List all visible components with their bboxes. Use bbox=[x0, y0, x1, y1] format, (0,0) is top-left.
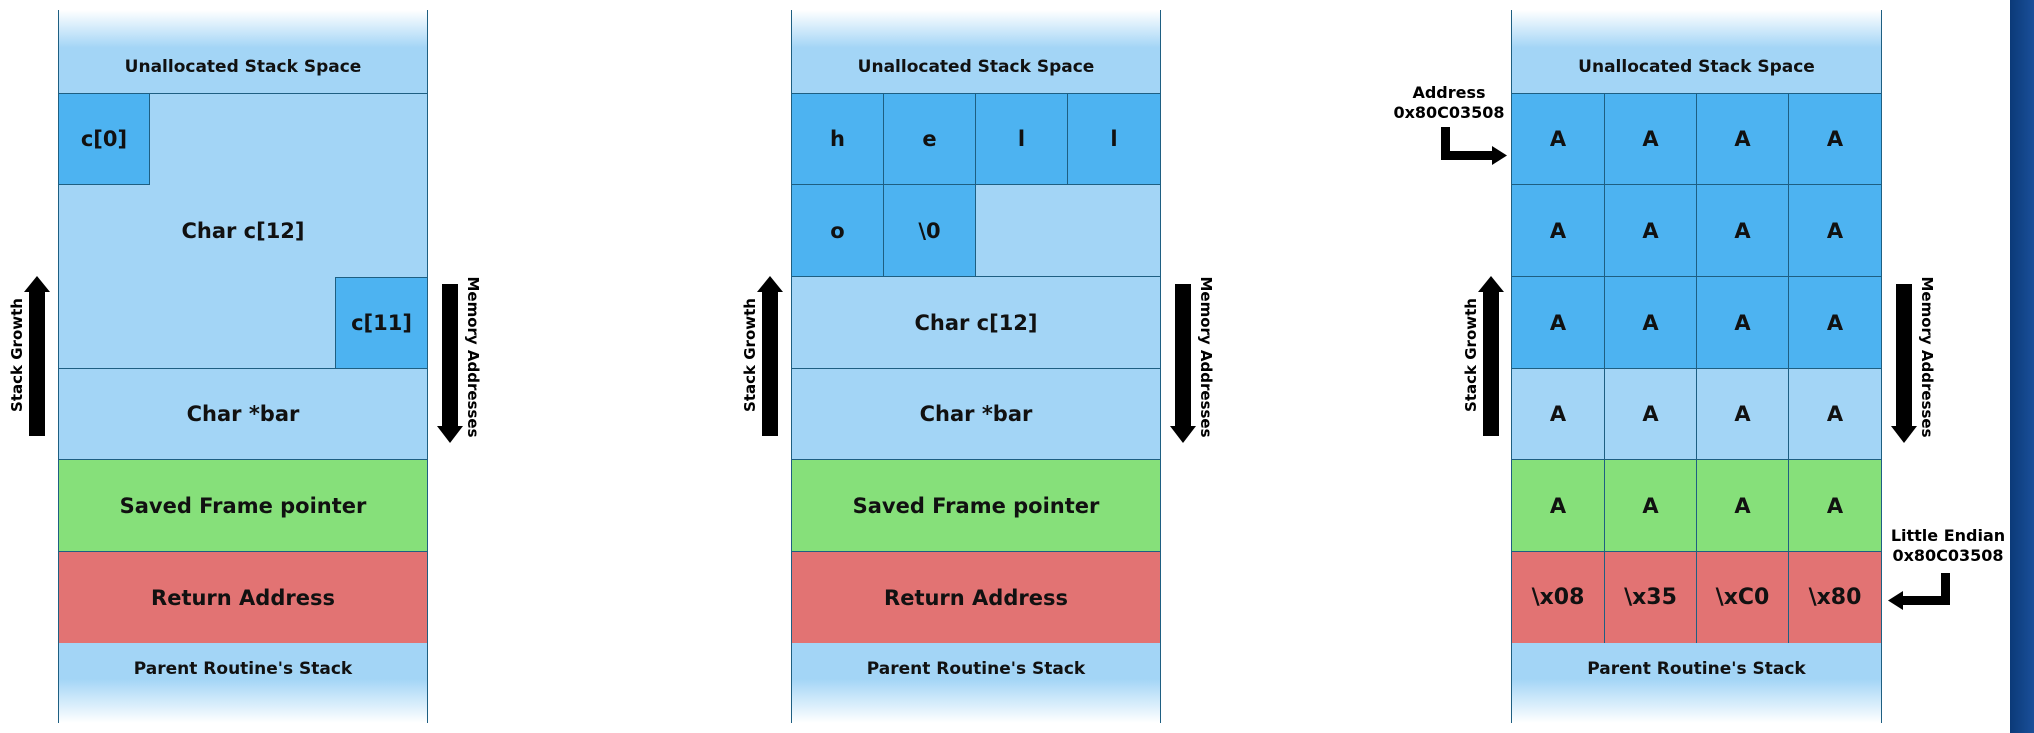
unallocated-stack-space: Unallocated Stack Space bbox=[58, 10, 428, 94]
char-bar: Char *bar bbox=[58, 368, 428, 460]
right-edge-bar bbox=[2010, 0, 2034, 733]
column-right-edge bbox=[1881, 643, 1882, 723]
address-value: 0x80C03508 bbox=[1393, 103, 1505, 122]
saved-frame-pointer: Saved Frame pointer bbox=[58, 459, 428, 552]
overflow-byte: A bbox=[1604, 93, 1697, 185]
overflow-byte: A bbox=[1604, 276, 1697, 369]
stack-diagram-hello: Unallocated Stack Space h e l l o \0 Cha… bbox=[0, 0, 1161, 733]
return-address-byte: \x08 bbox=[1511, 551, 1605, 644]
stack-growth-label: Stack Growth bbox=[741, 298, 759, 412]
overflow-byte: A bbox=[1511, 184, 1605, 277]
stack-diagram-original: Unallocated Stack Space Char c[12] c[0] … bbox=[0, 0, 428, 733]
address-pointer-arrow bbox=[1441, 127, 1507, 165]
overflow-byte: A bbox=[1788, 276, 1882, 369]
char-bar: Char *bar bbox=[791, 368, 1161, 460]
overflow-byte: A bbox=[1788, 368, 1882, 460]
little-endian-annotation: Little Endian 0x80C03508 bbox=[1886, 526, 2010, 566]
overflow-byte: A bbox=[1511, 459, 1605, 552]
overflow-byte: A bbox=[1788, 459, 1882, 552]
parent-routine-stack: Parent Routine's Stack bbox=[791, 643, 1161, 723]
return-address: Return Address bbox=[58, 551, 428, 644]
column-right-edge bbox=[1160, 10, 1161, 94]
address-annotation: Address 0x80C03508 bbox=[1388, 83, 1510, 123]
return-address-byte: \x35 bbox=[1604, 551, 1697, 644]
memory-addresses-label: Memory Addresses bbox=[1197, 276, 1215, 438]
endian-value: 0x80C03508 bbox=[1892, 546, 2004, 565]
stack-growth-label: Stack Growth bbox=[1462, 298, 1480, 412]
column-left-edge bbox=[58, 643, 59, 723]
byte-cell: o bbox=[791, 184, 884, 277]
byte-cell: e bbox=[883, 93, 976, 185]
overflow-byte: A bbox=[1604, 184, 1697, 277]
return-address: Return Address bbox=[791, 551, 1161, 644]
saved-frame-pointer: Saved Frame pointer bbox=[791, 459, 1161, 552]
overflow-byte: A bbox=[1604, 368, 1697, 460]
memory-addresses-arrow bbox=[1891, 284, 1917, 443]
column-left-edge bbox=[791, 643, 792, 723]
overflow-byte: A bbox=[1604, 459, 1697, 552]
column-right-edge bbox=[427, 643, 428, 723]
stack-growth-arrow bbox=[1478, 276, 1504, 436]
endian-title: Little Endian bbox=[1890, 526, 2006, 545]
stack-growth-arrow bbox=[757, 276, 783, 436]
overflow-byte: A bbox=[1696, 459, 1789, 552]
memory-addresses-arrow bbox=[437, 284, 463, 443]
c0-cell: c[0] bbox=[58, 93, 150, 185]
memory-addresses-label: Memory Addresses bbox=[464, 276, 482, 438]
column-left-edge bbox=[58, 10, 59, 94]
byte-cell: l bbox=[1067, 93, 1161, 185]
return-address-byte: \x80 bbox=[1788, 551, 1882, 644]
c11-cell: c[11] bbox=[335, 277, 428, 369]
address-title: Address bbox=[1412, 83, 1486, 102]
return-address-byte: \xC0 bbox=[1696, 551, 1789, 644]
char-c-buffer: Char c[12] bbox=[791, 276, 1161, 369]
column-right-edge bbox=[1881, 10, 1882, 94]
column-left-edge bbox=[1511, 643, 1512, 723]
overflow-byte: A bbox=[1788, 184, 1882, 277]
overflow-byte: A bbox=[1511, 93, 1605, 185]
column-right-edge bbox=[1160, 643, 1161, 723]
parent-routine-stack: Parent Routine's Stack bbox=[1511, 643, 1882, 723]
column-left-edge bbox=[791, 10, 792, 94]
overflow-byte: A bbox=[1511, 368, 1605, 460]
byte-cell: \0 bbox=[883, 184, 976, 277]
column-left-edge bbox=[1511, 10, 1512, 94]
overflow-byte: A bbox=[1696, 368, 1789, 460]
overflow-byte: A bbox=[1696, 276, 1789, 369]
overflow-byte: A bbox=[1696, 93, 1789, 185]
column-right-edge bbox=[427, 10, 428, 94]
stack-growth-label: Stack Growth bbox=[8, 298, 26, 412]
endian-pointer-arrow bbox=[1888, 573, 1950, 610]
memory-addresses-arrow bbox=[1170, 284, 1196, 443]
overflow-byte: A bbox=[1511, 276, 1605, 369]
parent-routine-stack: Parent Routine's Stack bbox=[58, 643, 428, 723]
unallocated-stack-space: Unallocated Stack Space bbox=[1511, 10, 1882, 94]
overflow-byte: A bbox=[1788, 93, 1882, 185]
byte-cell: h bbox=[791, 93, 884, 185]
byte-cell: l bbox=[975, 93, 1068, 185]
memory-addresses-label: Memory Addresses bbox=[1918, 276, 1936, 438]
overflow-byte: A bbox=[1696, 184, 1789, 277]
unallocated-stack-space: Unallocated Stack Space bbox=[791, 10, 1161, 94]
